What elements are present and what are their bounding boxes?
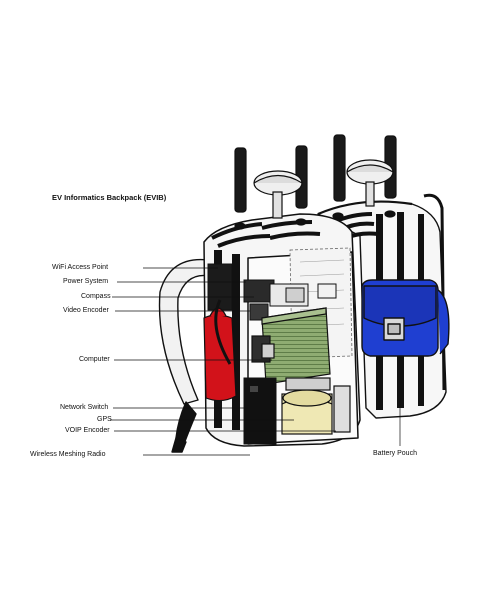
- rear-backpack: [317, 193, 450, 419]
- power-compass-area: [243, 279, 337, 321]
- label-battery-pouch: Battery Pouch: [373, 450, 417, 457]
- front-antennas: [234, 145, 308, 230]
- label-wireless-meshing-radio: Wireless Meshing Radio: [30, 451, 106, 458]
- diagram-title: EV Informatics Backpack (EVIB): [52, 193, 167, 202]
- label-gps: GPS: [97, 416, 112, 423]
- label-power-system: Power System: [63, 278, 109, 285]
- computer-heatsink: [251, 307, 331, 385]
- label-wifi-access-point: WiFi Access Point: [52, 264, 109, 271]
- label-network-switch: Network Switch: [60, 404, 109, 411]
- gps-voip-box: [281, 377, 351, 435]
- label-voip-encoder: VOIP Encoder: [65, 427, 110, 434]
- label-computer: Computer: [79, 356, 110, 363]
- shoulder-strap: [158, 258, 211, 453]
- red-bottle: [203, 299, 237, 402]
- leader-lines: [110, 267, 401, 456]
- label-video-encoder: Video Encoder: [63, 307, 109, 314]
- rear-antennas: [332, 134, 397, 220]
- label-compass: Compass: [81, 293, 111, 300]
- network-switch-box: [243, 377, 277, 445]
